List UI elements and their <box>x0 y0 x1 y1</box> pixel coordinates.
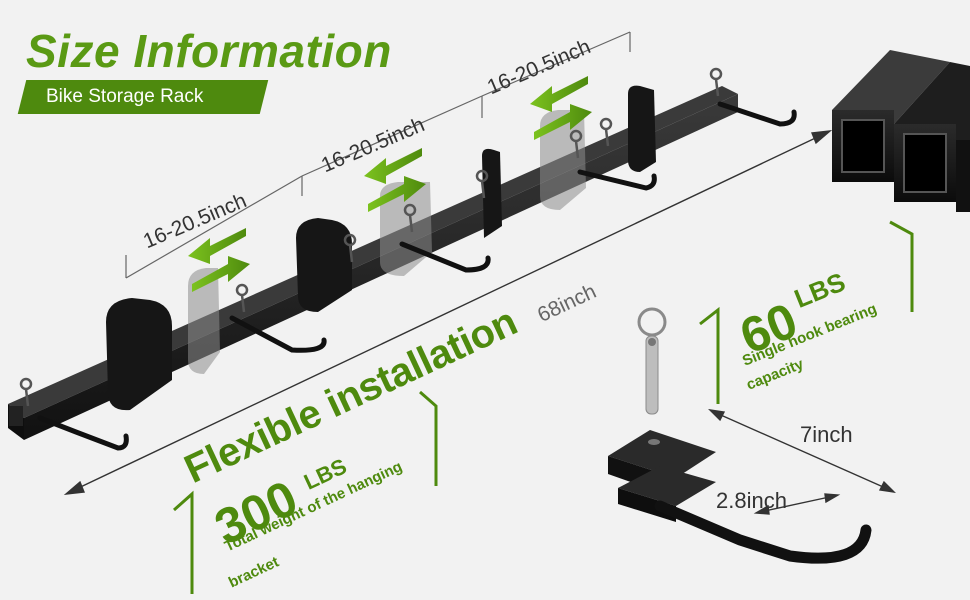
hook-depth-arrow <box>708 409 896 493</box>
total-length-arrow <box>63 130 833 495</box>
detail-pin <box>637 307 667 415</box>
pin-icon <box>19 67 723 407</box>
slide-arrow-icon <box>188 76 592 292</box>
callout-brackets <box>173 220 914 594</box>
rack-hooks <box>37 101 797 451</box>
tube-profiles <box>832 50 970 212</box>
page-title: Size Information <box>26 25 392 77</box>
hook-width-label: 2.8inch <box>716 488 787 513</box>
hook-width-arrow <box>753 493 841 515</box>
spacing-dimension-lines <box>125 31 631 279</box>
subtitle-text: Bike Storage Rack <box>46 86 204 107</box>
hook-depth-label: 7inch <box>800 422 853 447</box>
hook-icon <box>608 430 872 564</box>
wall-plates <box>106 85 656 411</box>
